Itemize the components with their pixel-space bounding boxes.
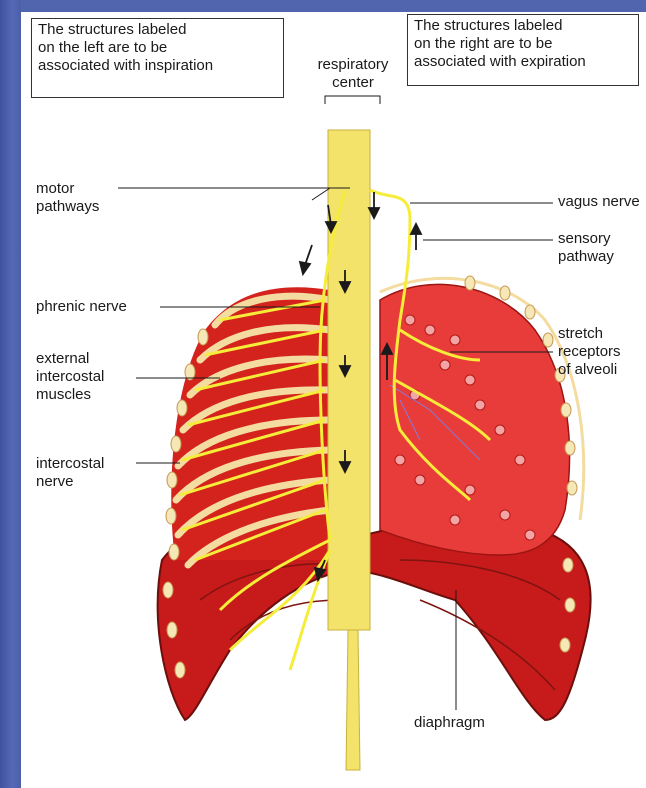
diagram-canvas: The structures labeled on the left are t… — [21, 12, 646, 788]
label-pathways: pathways — [36, 198, 99, 216]
label-intercostal-word: intercostal — [36, 455, 104, 473]
label-stretch: stretch — [558, 325, 621, 343]
note-right-line-2: on the right are to be — [414, 35, 632, 53]
label-muscles: muscles — [36, 386, 104, 404]
note-inspiration: The structures labeled on the left are t… — [31, 18, 284, 98]
label-diaphragm: diaphragm — [414, 714, 485, 732]
label-sensory: sensory — [558, 230, 614, 248]
label-receptors: receptors — [558, 343, 621, 361]
label-respiratory-center: respiratory center — [307, 56, 399, 92]
label-respiratory: respiratory — [307, 56, 399, 74]
note-right-line-1: The structures labeled — [414, 17, 632, 35]
spinal-cord — [328, 130, 370, 630]
label-vagus-nerve: vagus nerve — [558, 193, 640, 211]
label-intercostal: intercostal — [36, 368, 104, 386]
note-left-line-1: The structures labeled — [38, 21, 277, 39]
spinal-cord-lower — [346, 630, 360, 770]
label-external: external — [36, 350, 104, 368]
respiration-anatomy-illustration — [21, 12, 646, 788]
label-center: center — [307, 74, 399, 92]
slide-top-border — [0, 0, 646, 12]
label-pathway: pathway — [558, 248, 614, 266]
note-right-line-3: associated with expiration — [414, 53, 632, 71]
label-external-intercostal-muscles: external intercostal muscles — [36, 350, 104, 404]
note-expiration: The structures labeled on the right are … — [407, 14, 639, 86]
slide-side-border — [0, 0, 21, 788]
label-motor: motor — [36, 180, 99, 198]
label-phrenic-nerve: phrenic nerve — [36, 298, 127, 316]
label-nerve-word: nerve — [36, 473, 104, 491]
label-of-alveoli: of alveoli — [558, 361, 621, 379]
label-sensory-pathway: sensory pathway — [558, 230, 614, 266]
note-left-line-2: on the left are to be — [38, 39, 277, 57]
label-motor-pathways: motor pathways — [36, 180, 99, 216]
label-intercostal-nerve: intercostal nerve — [36, 455, 104, 491]
note-left-line-3: associated with inspiration — [38, 57, 277, 75]
label-stretch-receptors: stretch receptors of alveoli — [558, 325, 621, 379]
